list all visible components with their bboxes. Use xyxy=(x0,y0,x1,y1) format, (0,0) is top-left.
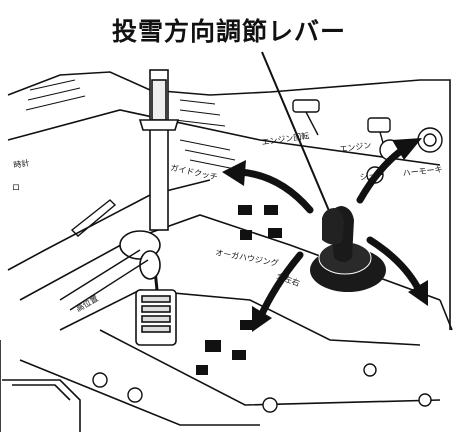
label-engine-left: エンジン回転 xyxy=(261,131,310,147)
clutch-lever xyxy=(138,69,180,231)
lever-slot xyxy=(59,199,149,311)
gear-lever xyxy=(119,230,177,346)
label-lower-left: 高位置 xyxy=(74,293,100,314)
leader-line xyxy=(261,51,336,226)
chute-direction-lever xyxy=(310,206,386,292)
grille xyxy=(25,79,241,171)
panel-frame xyxy=(0,71,453,432)
arrow-heads xyxy=(222,138,428,332)
label-engine-right: エンジン xyxy=(339,141,372,154)
label-right-edge: ハーモーキ xyxy=(402,165,443,178)
bolts xyxy=(92,363,432,413)
label-left-top: 時計 xyxy=(13,157,30,170)
label-auger: オーガハウジング xyxy=(215,247,280,268)
diagram-title: 投雪方向調節レバー xyxy=(111,17,346,46)
direction-arrows xyxy=(236,144,424,322)
panel-pictograms xyxy=(196,205,282,375)
label-left-bottom: ロ xyxy=(12,183,20,192)
label-clutch: ガイドクッチ xyxy=(170,162,219,182)
